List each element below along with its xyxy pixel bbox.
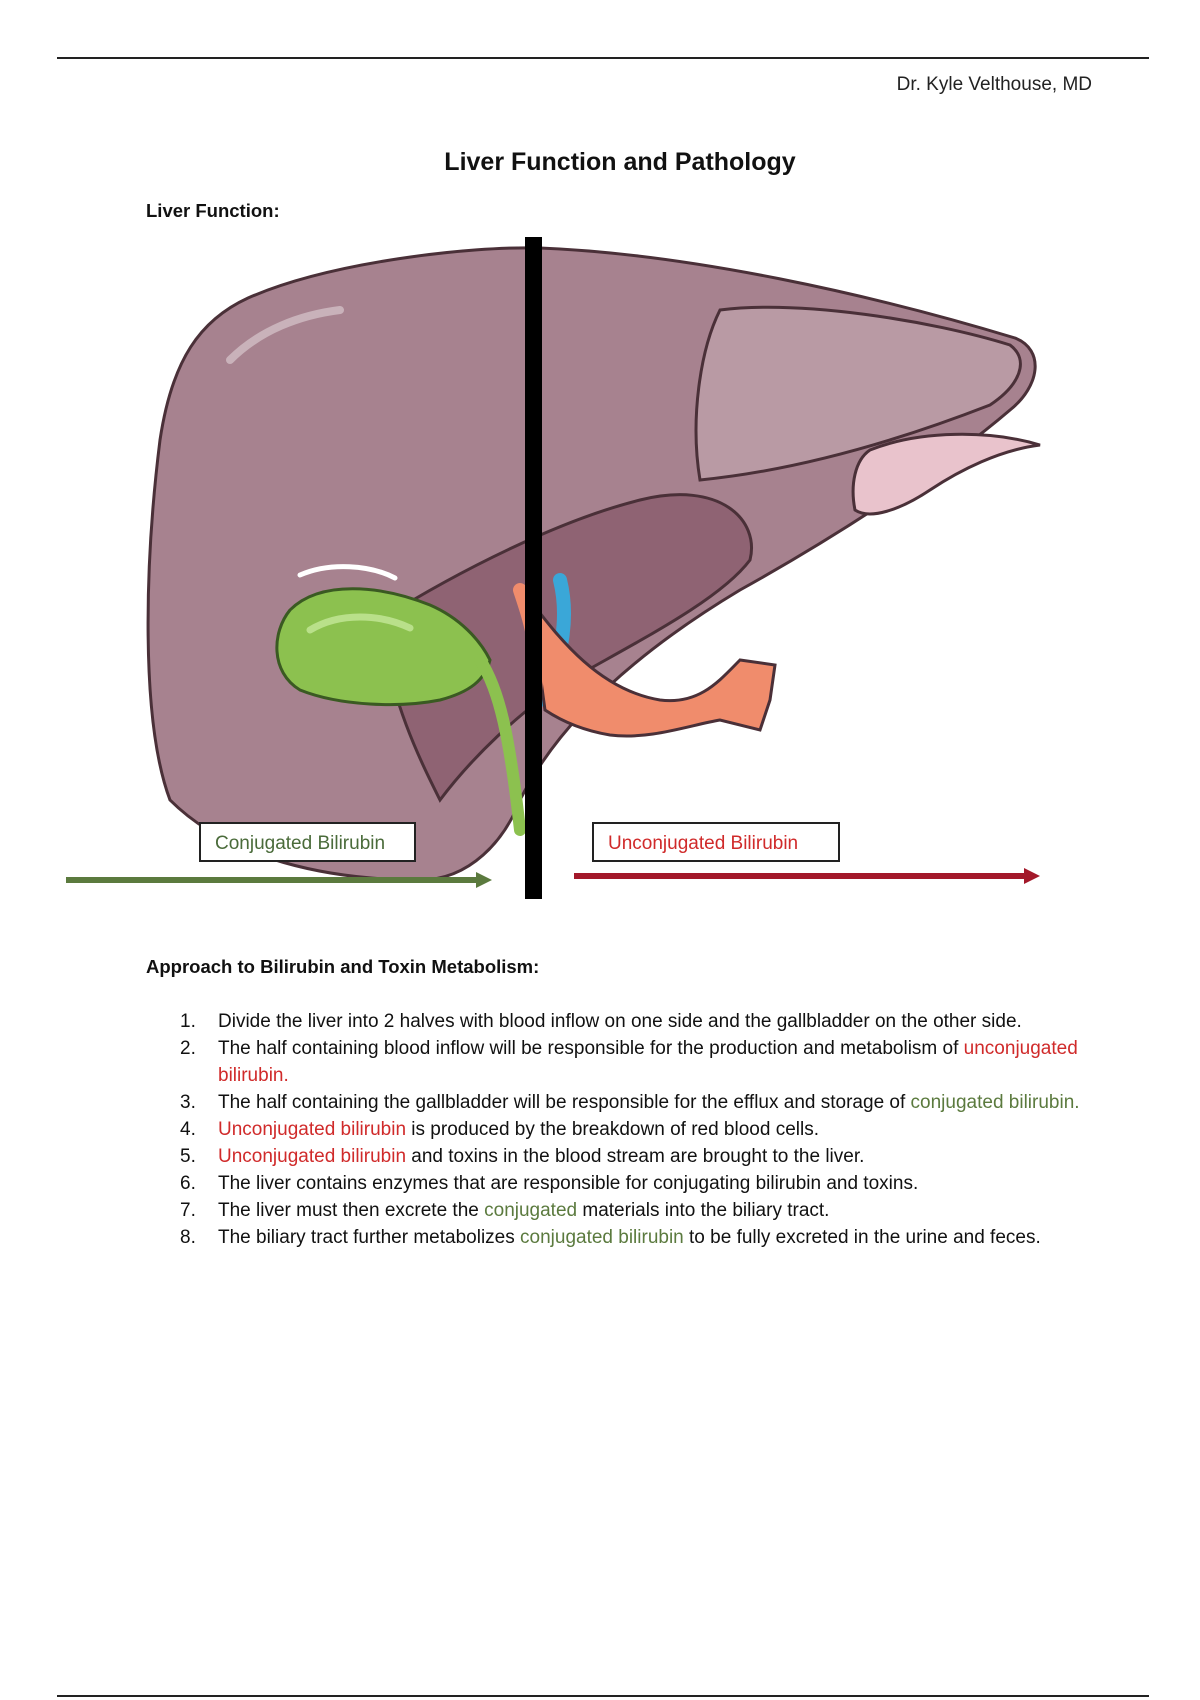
step-number: 3. <box>180 1092 196 1113</box>
step-number: 1. <box>180 1011 196 1032</box>
step-text-tail: materials into the biliary tract. <box>577 1200 830 1221</box>
step-text: is produced by the breakdown of red bloo… <box>406 1119 819 1140</box>
vessel-illustration <box>527 594 777 738</box>
step-text: The biliary tract further metabolizes <box>218 1227 521 1248</box>
list-item: 2. The half containing blood inflow will… <box>176 1035 1106 1089</box>
author-name: Dr. Kyle Velthouse, MD <box>896 74 1092 95</box>
conjugated-arrow-head <box>476 872 492 888</box>
list-item: 3. The half containing the gallbladder w… <box>176 1089 1106 1116</box>
unconjugated-term: unconjugated bilirubin. <box>218 1038 1078 1086</box>
unconjugated-term: Unconjugated bilirubin <box>218 1119 407 1140</box>
unconjugated-term: Unconjugated bilirubin <box>218 1146 407 1167</box>
list-item: 8. The biliary tract further metabolizes… <box>176 1224 1106 1251</box>
step-number: 6. <box>180 1173 196 1194</box>
step-text: The liver must then excrete the <box>218 1200 485 1221</box>
bottom-rule <box>57 1695 1149 1697</box>
page-title: Liver Function and Pathology <box>444 148 796 176</box>
step-text-tail: to be fully excreted in the urine and fe… <box>683 1227 1041 1248</box>
steps-list: 1. Divide the liver into 2 halves with b… <box>176 1008 1106 1251</box>
liver-diagram <box>66 237 1041 899</box>
list-item: 1. Divide the liver into 2 halves with b… <box>176 1008 1106 1035</box>
list-item: 6. The liver contains enzymes that are r… <box>176 1170 1106 1197</box>
step-text: Divide the liver into 2 halves with bloo… <box>218 1011 1022 1032</box>
conjugated-bilirubin-label: Conjugated Bilirubin <box>199 822 416 862</box>
section-heading-approach: Approach to Bilirubin and Toxin Metaboli… <box>146 956 540 977</box>
step-number: 4. <box>180 1119 196 1140</box>
section-heading-liver-function: Liver Function: <box>146 200 280 221</box>
list-item: 4. Unconjugated bilirubin is produced by… <box>176 1116 1106 1143</box>
step-number: 8. <box>180 1227 196 1248</box>
step-text: The half containing blood inflow will be… <box>218 1038 964 1059</box>
step-number: 7. <box>180 1200 196 1221</box>
conjugated-term: conjugated <box>484 1200 578 1221</box>
conjugated-term: conjugated bilirubin <box>520 1227 684 1248</box>
step-number: 2. <box>180 1038 196 1059</box>
list-item: 7. The liver must then excrete the conju… <box>176 1197 1106 1224</box>
step-number: 5. <box>180 1146 196 1167</box>
divider-bar <box>525 237 542 899</box>
conjugated-term: conjugated bilirubin. <box>910 1092 1080 1113</box>
step-text: The liver contains enzymes that are resp… <box>218 1173 919 1194</box>
top-rule <box>57 57 1149 59</box>
unconjugated-bilirubin-label: Unconjugated Bilirubin <box>592 822 840 862</box>
list-item: 5. Unconjugated bilirubin and toxins in … <box>176 1143 1106 1170</box>
step-text: The half containing the gallbladder will… <box>218 1092 911 1113</box>
unconjugated-arrow-head <box>1024 868 1040 884</box>
step-text: and toxins in the blood stream are broug… <box>406 1146 865 1167</box>
